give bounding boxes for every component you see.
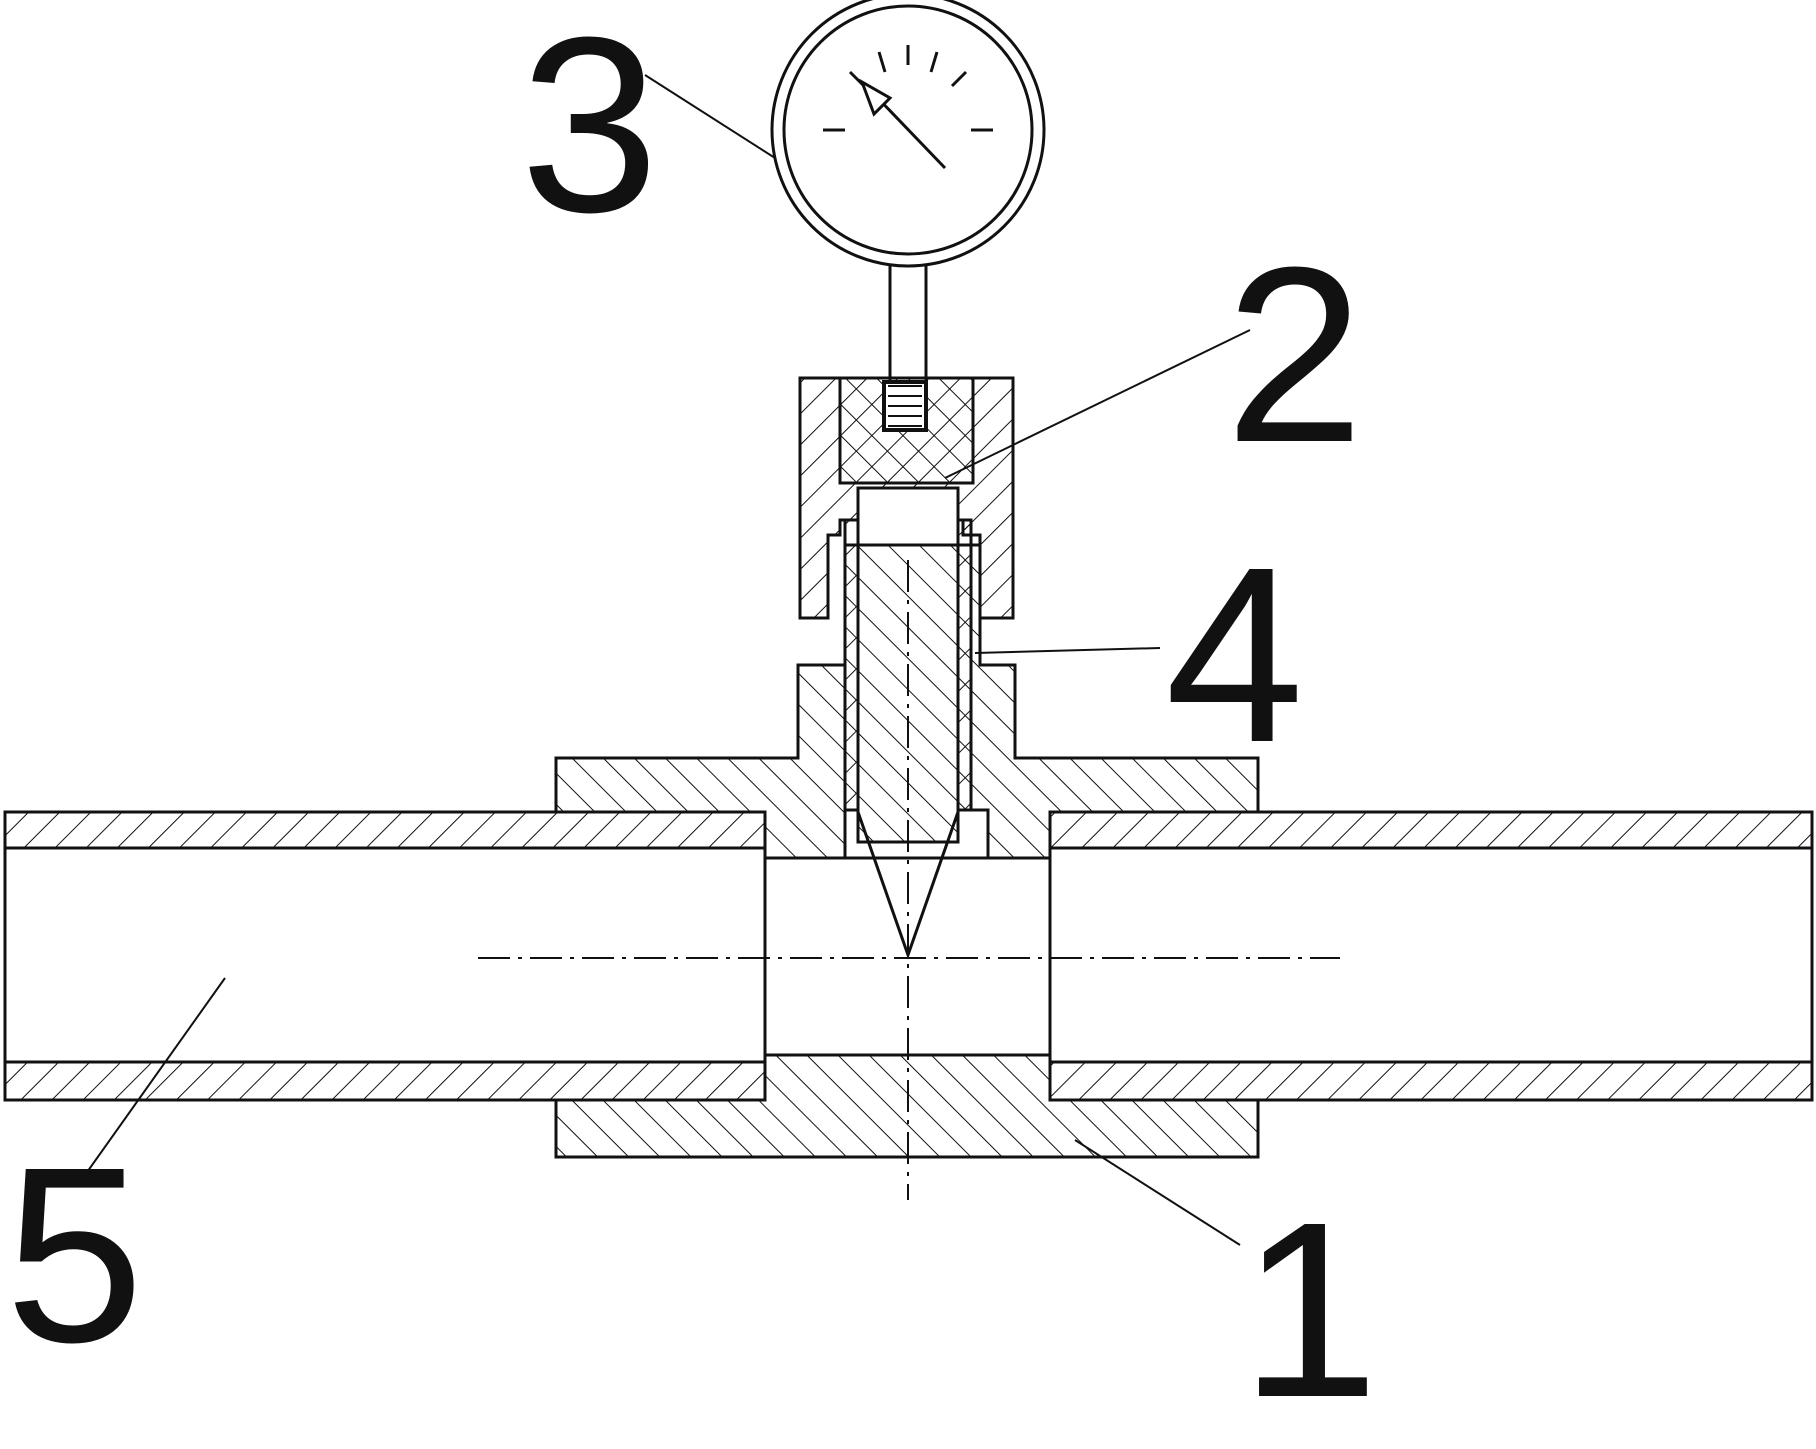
callout-5: 5	[5, 1115, 145, 1394]
pressure-gauge	[770, 0, 1046, 380]
callout-2: 2	[1225, 215, 1365, 494]
callout-3: 3	[520, 0, 660, 264]
callout-4: 4	[1165, 515, 1305, 794]
leader-lines	[84, 74, 1251, 1246]
probe	[843, 486, 973, 960]
right-pipe-wall	[1048, 810, 1814, 1102]
callout-1: 1	[1240, 1170, 1380, 1449]
pipe-gauge-cross-section-drawing	[3, 0, 1814, 1246]
plug	[838, 376, 975, 485]
centerlines	[478, 560, 1340, 1200]
left-pipe-wall	[3, 810, 767, 1102]
